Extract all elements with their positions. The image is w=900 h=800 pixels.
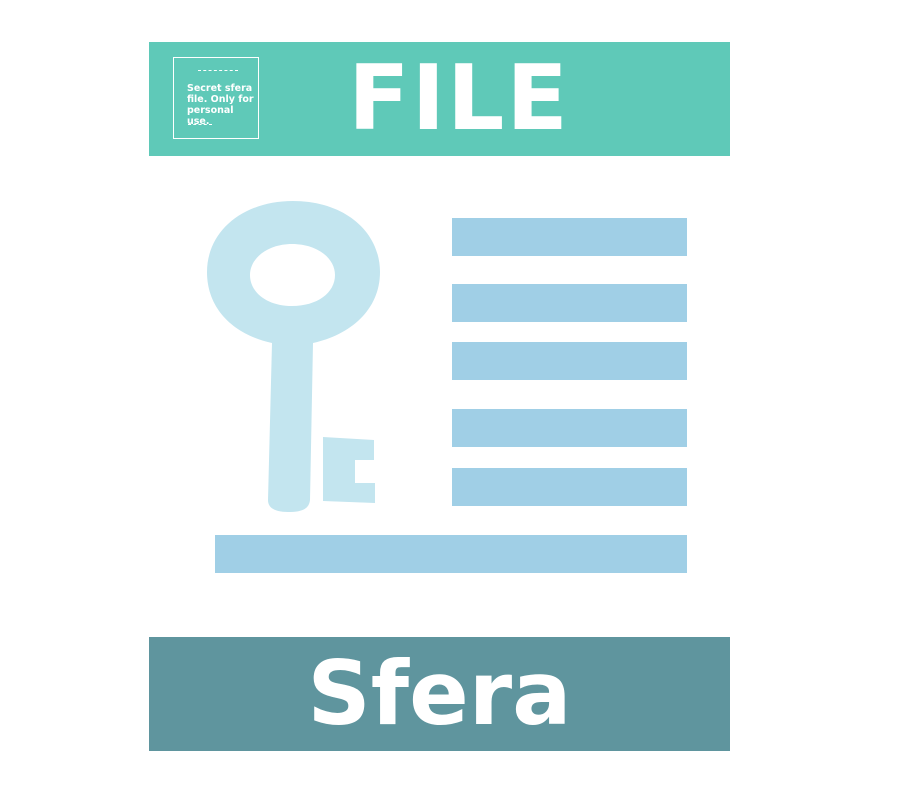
footer-bar: Sfera: [149, 637, 730, 751]
personal-use-stamp: Secret sfera file. Only for personal use…: [173, 57, 259, 139]
text-line: [452, 218, 687, 256]
header-title: FILE: [348, 46, 570, 151]
text-line-wide: [215, 535, 687, 573]
text-line: [452, 342, 687, 380]
stamp-dash-top: [198, 70, 238, 71]
text-line: [452, 468, 687, 506]
text-line: [452, 409, 687, 447]
header-bar: Secret sfera file. Only for personal use…: [149, 42, 730, 156]
footer-title: Sfera: [307, 642, 572, 745]
text-lines: [215, 218, 687, 573]
text-line: [452, 284, 687, 322]
stamp-text: Secret sfera file. Only for personal use…: [187, 83, 254, 127]
key-icon: [207, 201, 380, 512]
stamp-dash-bottom: [188, 124, 212, 125]
